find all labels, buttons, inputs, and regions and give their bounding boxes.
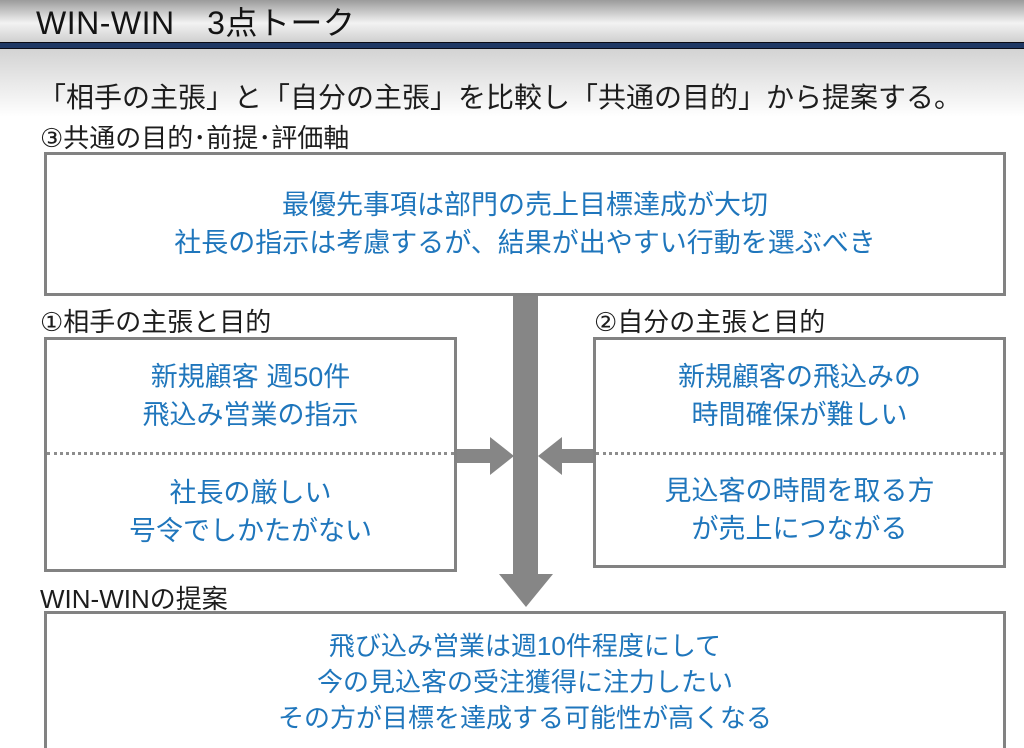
self-purpose-line: が売上につながる [691,514,908,544]
partner-claim-box: 新規顧客 週50件 飛込み営業の指示 社長の厳しい 号令でしかたがない [44,337,457,572]
self-claim-line: 時間確保が難しい [691,400,908,430]
self-claim-area: 新規顧客の飛込みの 時間確保が難しい [596,340,1003,452]
label-proposal: WIN-WINの提案 [40,584,228,614]
label-self-claim: ②自分の主張と目的 [594,307,826,337]
common-purpose-line: 最優先事項は部門の売上目標達成が大切 [282,190,768,220]
common-purpose-line: 社長の指示は考慮するが、結果が出やすい行動を選ぶべき [174,228,876,258]
partner-purpose-area: 社長の厳しい 号令でしかたがない [47,455,454,569]
label-common-purpose: ③共通の目的･前提･評価軸 [40,123,350,153]
partner-claim-line: 飛込み営業の指示 [142,400,359,430]
self-purpose-line: 見込客の時間を取る方 [664,476,935,506]
partner-purpose-line: 号令でしかたがない [129,516,372,546]
arrow-right-icon [490,437,514,475]
arrow-left-icon [538,437,562,475]
arrow-down-icon [499,574,553,607]
self-claim-line: 新規顧客の飛込みの [678,362,921,392]
proposal-box: 飛び込み営業は週10件程度にして 今の見込客の受注獲得に注力したい その方が目標… [44,611,1006,748]
self-purpose-area: 見込客の時間を取る方 が売上につながる [596,455,1003,565]
slide-title-bar: WIN-WIN 3点トーク [0,0,1024,42]
partner-claim-area: 新規顧客 週50件 飛込み営業の指示 [47,340,454,452]
page-title: WIN-WIN 3点トーク [36,5,356,41]
partner-claim-line: 新規顧客 週50件 [150,362,351,392]
title-underline-rule [0,42,1024,49]
common-purpose-box: 最優先事項は部門の売上目標達成が大切 社長の指示は考慮するが、結果が出やすい行動… [44,152,1006,296]
proposal-line: 飛び込み営業は週10件程度にして [328,631,722,661]
self-claim-box: 新規顧客の飛込みの 時間確保が難しい 見込客の時間を取る方 が売上につながる [593,337,1006,568]
proposal-line: 今の見込客の受注獲得に注力したい [316,667,733,697]
label-partner-claim: ①相手の主張と目的 [40,307,272,337]
proposal-line: その方が目標を達成する可能性が高くなる [277,703,772,733]
slide-subtitle: 「相手の主張」と「自分の主張」を比較し「共通の目的」から提案する。 [38,82,963,113]
partner-purpose-line: 社長の厳しい [169,478,332,508]
dotted-divider [47,452,454,455]
arrow-right-icon [455,449,490,463]
arrow-left-icon [562,449,595,463]
arrow-down-icon [513,295,538,575]
content-background-fade [0,49,1024,117]
dotted-divider [596,452,1003,455]
